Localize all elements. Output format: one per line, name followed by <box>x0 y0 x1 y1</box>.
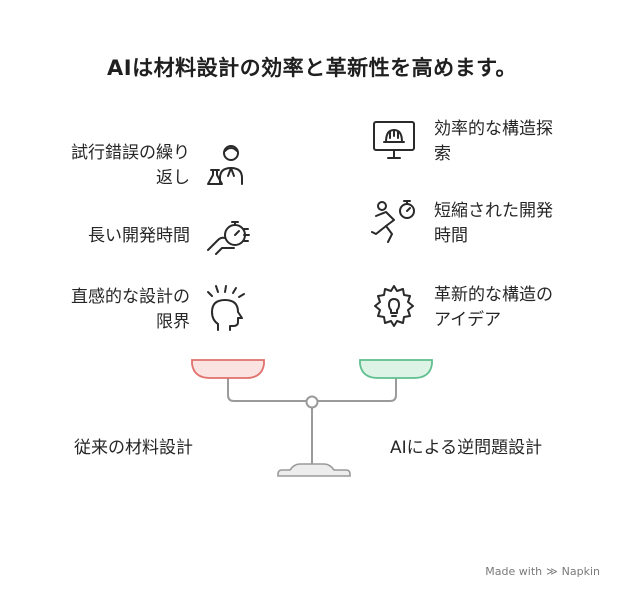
running-stopwatch-icon <box>370 198 418 246</box>
credit-prefix: Made with <box>485 565 543 578</box>
left-item-intuitive-limit: 直感的な設計の 限界 <box>71 285 190 335</box>
right-item-efficient-search: 効率的な構造探 索 <box>434 117 553 167</box>
page-title: AIは材料設計の効率と革新性を高めます。 <box>107 56 517 80</box>
label-ai-inverse-design: AIによる逆問題設計 <box>390 438 543 458</box>
left-item-1-line2: 返し <box>156 168 190 188</box>
right-item-2-line1: 短縮された開発 <box>434 201 553 221</box>
left-item-3-line2: 限界 <box>156 312 190 332</box>
napkin-credit[interactable]: Made with ≫ Napkin <box>485 565 600 578</box>
right-pan <box>359 359 433 379</box>
left-item-3-line1: 直感的な設計の <box>71 287 190 307</box>
right-item-1-line2: 索 <box>434 144 451 164</box>
scale-base <box>277 463 351 477</box>
napkin-logo-icon: ≫ <box>546 565 558 578</box>
scientist-flask-icon <box>204 140 252 188</box>
right-item-1-line1: 効率的な構造探 <box>434 119 553 139</box>
right-item-3-line1: 革新的な構造の <box>434 285 553 305</box>
left-pan <box>191 359 265 379</box>
right-item-shortened-time: 短縮された開発 時間 <box>434 199 553 249</box>
left-item-1-line1: 試行錯誤の繰り <box>71 143 190 163</box>
gear-bulb-icon <box>370 282 418 330</box>
right-item-3-line2: アイデア <box>434 310 502 330</box>
left-item-trial-and-error: 試行錯誤の繰り 返し <box>71 141 190 191</box>
scale-pivot <box>305 395 319 409</box>
right-item-innovative-ideas: 革新的な構造の アイデア <box>434 283 553 333</box>
credit-brand: Napkin <box>561 565 600 578</box>
monitor-helmet-icon <box>370 116 418 164</box>
label-traditional-design: 従来の材料設計 <box>74 438 193 458</box>
head-confused-icon <box>204 284 252 332</box>
hand-stopwatch-icon <box>204 210 252 258</box>
right-item-2-line2: 時間 <box>434 226 468 246</box>
left-item-long-development: 長い開発時間 <box>88 224 190 249</box>
left-item-2-line1: 長い開発時間 <box>88 226 190 246</box>
